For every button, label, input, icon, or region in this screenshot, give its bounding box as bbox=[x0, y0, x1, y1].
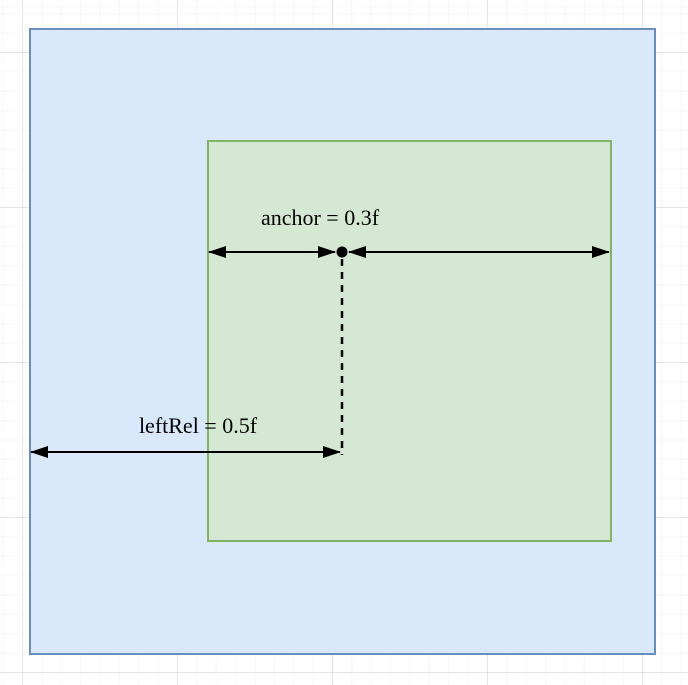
leftrel-label: leftRel = 0.5f bbox=[138, 413, 258, 438]
anchor-label: anchor = 0.3f bbox=[260, 205, 380, 230]
inner-green-rectangle bbox=[207, 140, 612, 542]
